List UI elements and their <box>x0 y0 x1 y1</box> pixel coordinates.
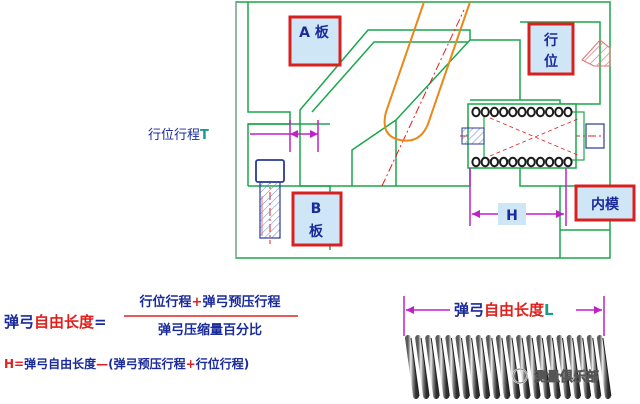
spring-coil <box>499 156 509 168</box>
free-spring-coil-edge <box>562 337 571 397</box>
free-spring-coil-edge <box>572 337 582 397</box>
free-spring-coil-edge <box>501 337 511 397</box>
slider-label-line2: 位 <box>544 53 558 70</box>
free-length-arrows <box>406 306 602 314</box>
free-spring-coil <box>435 335 450 399</box>
h-dimension-label: H <box>506 208 518 224</box>
free-spring-coil-edge <box>491 337 501 397</box>
slider-travel-label: 行位行程T <box>148 128 209 143</box>
spring-coil <box>471 106 481 118</box>
spring-coil <box>517 156 527 168</box>
free-spring-coil-edge <box>410 337 420 397</box>
spring-coil <box>535 156 546 168</box>
free-spring-coil-edge <box>521 337 531 397</box>
free-spring-coil <box>425 335 440 399</box>
free-spring-coil-edge <box>461 337 470 397</box>
free-spring-coil-edge <box>481 337 491 397</box>
free-spring-coil <box>516 335 531 399</box>
free-spring-coil-edge <box>440 337 450 397</box>
dimension-arrows <box>290 130 564 218</box>
plate-a-label: A 板 <box>299 24 330 41</box>
spring-coil <box>499 106 509 118</box>
spring-coil <box>526 106 536 118</box>
free-spring-coil-edge <box>420 337 430 397</box>
formula1-denominator: 弹弓压缩量百分比 <box>158 322 262 338</box>
spring-coil <box>508 156 518 168</box>
free-spring-coil <box>566 335 581 399</box>
spring-coil <box>508 106 518 118</box>
free-length-label: 弹弓自由长度L <box>454 301 554 319</box>
free-spring-coil-edge <box>450 337 460 397</box>
free-spring-coil <box>526 335 541 399</box>
free-spring-coil <box>405 335 419 399</box>
free-spring-coil-edge <box>551 337 561 397</box>
mold-outline <box>247 2 610 258</box>
spring-coil <box>545 156 555 168</box>
bolt <box>255 159 285 239</box>
slider-box <box>527 22 575 76</box>
free-spring-coil <box>546 335 561 399</box>
slider-hatch <box>581 39 611 67</box>
spring-coil <box>480 156 490 168</box>
angle-pin <box>383 1 471 142</box>
plate-b-label-line2: 板 <box>309 223 324 240</box>
spring-coil <box>554 156 564 168</box>
watermark-text: 测量俱乐部 <box>534 369 599 385</box>
spring-coil <box>471 156 481 168</box>
spring-coil <box>480 106 490 118</box>
h-label-bg <box>498 203 526 225</box>
spring-coil <box>489 106 499 118</box>
free-spring-coil <box>556 335 571 399</box>
free-spring-coil <box>455 335 470 399</box>
free-length-label-bg <box>450 299 576 321</box>
spring-coil <box>563 156 573 168</box>
formula2: H=弹弓自由长度—(弹弓预压行程+行位行程) <box>4 356 249 371</box>
spring-coil <box>563 106 573 118</box>
free-spring-coil <box>596 335 611 399</box>
inner-mold-box <box>574 184 636 222</box>
spring-coils-bottom <box>471 156 573 168</box>
free-spring-coil <box>586 335 601 399</box>
free-spring-coil <box>465 335 480 399</box>
free-spring-coil-edge <box>582 337 592 397</box>
spring-coil <box>545 106 555 118</box>
inner-mold-label: 内模 <box>591 196 620 213</box>
spring-coil <box>554 106 564 118</box>
free-spring-coil <box>475 335 490 399</box>
free-spring-coil-edge <box>531 337 541 397</box>
free-spring-coil <box>495 335 510 399</box>
free-spring <box>405 335 612 399</box>
free-spring-coil <box>536 335 551 399</box>
spring-coil <box>535 106 546 118</box>
formula1-lhs: 弹弓自由长度= <box>4 313 107 331</box>
free-spring-coil-edge <box>541 337 551 397</box>
plate-a-box <box>288 15 342 67</box>
free-spring-coil-edge <box>511 337 521 397</box>
free-spring-coil <box>506 335 520 399</box>
spring-coil <box>517 106 527 118</box>
plate-b-box <box>291 191 343 247</box>
spring-coil <box>526 156 536 168</box>
free-spring-coil-edge <box>430 337 440 397</box>
free-spring-coil-edge <box>602 337 612 397</box>
formula1-numerator: 行位行程+弹弓预压行程 <box>139 294 281 310</box>
free-spring-coil <box>485 335 500 399</box>
spring-coil <box>489 156 499 168</box>
free-spring-coil-edge <box>592 337 602 397</box>
free-spring-coil <box>415 335 430 399</box>
free-spring-coil <box>576 335 591 399</box>
watermark: 测量俱乐部 <box>512 368 599 385</box>
free-spring-coil <box>445 335 460 399</box>
slider-label-line1: 行 <box>543 32 558 49</box>
free-spring-coil-edge <box>471 337 481 397</box>
plate-b-label-line1: B <box>311 201 322 217</box>
spring-coils-top <box>471 106 573 118</box>
